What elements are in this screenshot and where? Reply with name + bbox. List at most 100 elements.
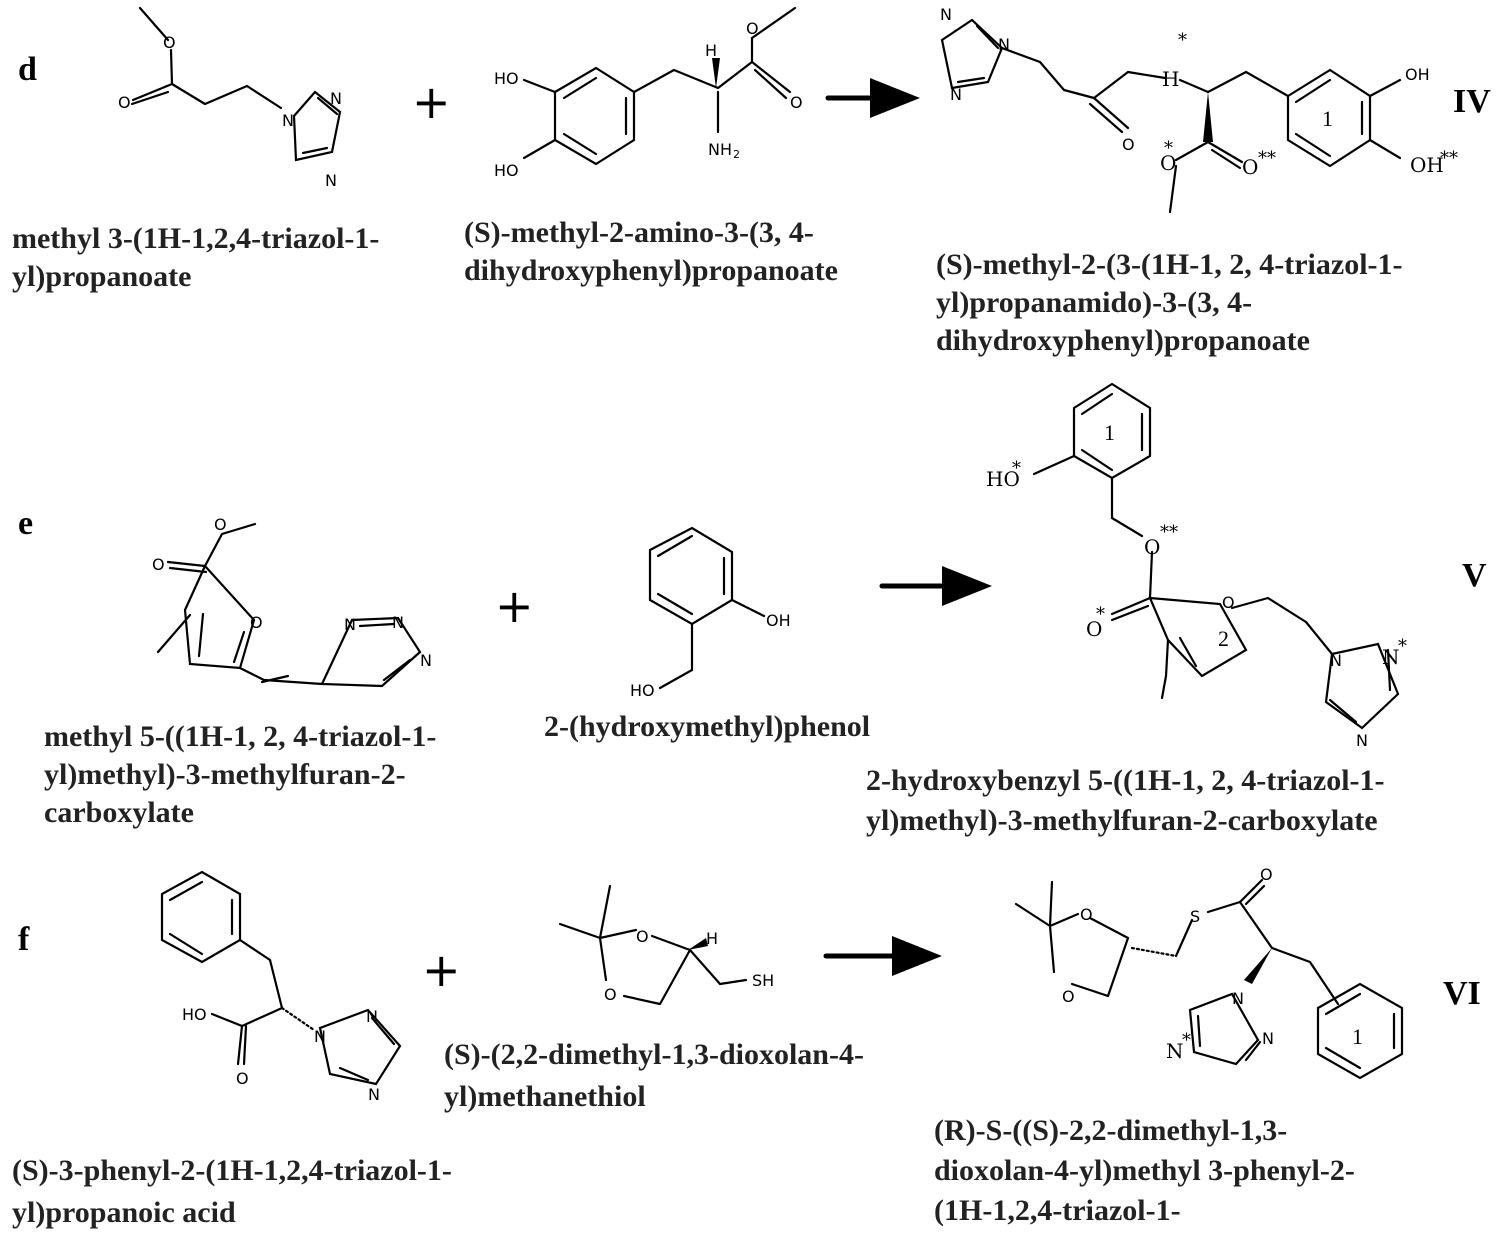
structure-f-reactant-b: O O H SH: [558, 884, 774, 1006]
svg-text:N: N: [282, 111, 294, 130]
svg-text:N: N: [325, 171, 337, 190]
svg-text:O: O: [1062, 987, 1075, 1006]
svg-text:O: O: [214, 515, 227, 534]
svg-text:N: N: [940, 5, 952, 24]
svg-text:O: O: [1260, 865, 1273, 884]
structure-f-product: O O S O N N N * 1: [1014, 865, 1404, 1080]
name-e-reactant-a-line1: methyl 5-((1H-1, 2, 4-triazol-1-: [44, 720, 436, 753]
name-e-product-line2: yl)methyl)-3-methylfuran-2-carboxylate: [866, 804, 1378, 837]
svg-text:OH: OH: [766, 611, 791, 630]
svg-text:*: *: [1012, 458, 1021, 479]
svg-text:O: O: [250, 613, 263, 632]
name-d-reactant-b-line2: dihydroxyphenyl)propanoate: [464, 254, 838, 287]
svg-text:2: 2: [1218, 626, 1229, 651]
name-e-reactant-a-line2: yl)methyl)-3-methylfuran-2-: [44, 758, 406, 791]
svg-text:O: O: [236, 1069, 249, 1088]
plus-sign: +: [422, 943, 461, 997]
svg-text:O: O: [790, 93, 803, 112]
name-f-reactant-a-line1: (S)-3-phenyl-2-(1H-1,2,4-triazol-1-: [12, 1154, 452, 1187]
svg-text:1: 1: [1352, 1024, 1363, 1049]
svg-text:1: 1: [1104, 420, 1115, 445]
svg-text:HO: HO: [986, 467, 1020, 491]
svg-text:OH: OH: [1410, 153, 1444, 177]
svg-text:*: *: [1164, 138, 1173, 159]
svg-text:SH: SH: [752, 971, 774, 990]
name-d-product-line3: dihydroxyphenyl)propanoate: [936, 324, 1310, 357]
row-d: d O O N N N + H O O HO H: [12, 5, 1491, 357]
svg-text:N: N: [366, 1007, 378, 1026]
compound-number-V: V: [1462, 557, 1487, 594]
svg-text:N: N: [1330, 651, 1342, 670]
compound-number-IV: IV: [1453, 83, 1491, 120]
name-f-product-line2: dioxolan-4-yl)methyl 3-phenyl-2-: [934, 1154, 1355, 1187]
plus-sign: +: [495, 579, 534, 633]
svg-text:N: N: [330, 89, 342, 108]
panel-label-e: e: [18, 505, 33, 542]
svg-text:H: H: [1162, 67, 1179, 91]
row-f: f HO O N N N + O O H SH: [12, 865, 1481, 1229]
svg-text:O: O: [1122, 135, 1135, 154]
svg-text:H: H: [706, 929, 718, 948]
structure-e-reactant-b: OH HO: [630, 526, 791, 700]
name-d-reactant-b-line1: (S)-methyl-2-amino-3-(3, 4-: [464, 216, 814, 249]
name-f-product-line1: (R)-S-((S)-2,2-dimethyl-1,3-: [934, 1114, 1287, 1147]
svg-text:S: S: [1190, 907, 1200, 926]
svg-text:*: *: [1398, 636, 1407, 657]
svg-text:O: O: [604, 985, 617, 1004]
svg-text:HO: HO: [630, 681, 655, 700]
svg-text:O: O: [1160, 151, 1176, 175]
svg-text:N: N: [1356, 731, 1368, 750]
row-e: e O O O N N N + OH HO: [18, 382, 1487, 837]
panel-label-f: f: [18, 921, 30, 958]
svg-text:H: H: [705, 41, 717, 60]
svg-text:**: **: [1440, 148, 1458, 169]
structure-d-reactant-b: H O O HO HO NH 2: [494, 6, 803, 180]
svg-text:HO: HO: [494, 161, 519, 180]
svg-text:O: O: [118, 93, 131, 112]
name-e-product-line1: 2-hydroxybenzyl 5-((1H-1, 2, 4-triazol-1…: [866, 764, 1385, 797]
structure-e-product: HO * O ** O * O N N * N 1 2: [986, 382, 1407, 750]
name-d-reactant-a-line2: yl)propanoate: [12, 260, 191, 293]
svg-text:*: *: [1096, 604, 1105, 625]
svg-text:N: N: [314, 1027, 326, 1046]
structure-d-reactant-a: O O N N N: [118, 6, 342, 190]
svg-text:**: **: [1258, 148, 1276, 169]
name-e-reactant-b-line1: 2-(hydroxymethyl)phenol: [544, 710, 870, 743]
svg-text:*: *: [1178, 30, 1187, 51]
svg-text:O: O: [636, 927, 649, 946]
svg-text:O: O: [1222, 593, 1235, 612]
svg-text:N: N: [1232, 989, 1244, 1008]
structure-f-reactant-a: HO O N N N: [160, 870, 402, 1104]
svg-text:1: 1: [1322, 106, 1333, 131]
svg-text:N: N: [1166, 1039, 1184, 1063]
name-f-reactant-b-line2: yl)methanethiol: [444, 1080, 646, 1113]
svg-text:O: O: [1242, 155, 1258, 179]
svg-text:O: O: [1080, 905, 1093, 924]
panel-label-d: d: [18, 51, 37, 88]
name-d-product-line2: yl)propanamido)-3-(3, 4-: [936, 286, 1252, 319]
svg-text:N: N: [1262, 1029, 1274, 1048]
plus-sign: +: [412, 75, 451, 129]
svg-text:O: O: [152, 555, 165, 574]
svg-text:N: N: [998, 35, 1010, 54]
svg-text:N: N: [368, 1085, 380, 1104]
name-d-product-line1: (S)-methyl-2-(3-(1H-1, 2, 4-triazol-1-: [936, 248, 1403, 281]
svg-text:*: *: [1182, 1030, 1191, 1051]
name-e-reactant-a-line3: carboxylate: [44, 796, 194, 829]
name-f-reactant-a-line2: yl)propanoic acid: [12, 1196, 236, 1229]
name-d-reactant-a-line1: methyl 3-(1H-1,2,4-triazol-1-: [12, 222, 379, 255]
svg-text:O: O: [1144, 535, 1160, 559]
svg-text:OH: OH: [1405, 65, 1430, 84]
svg-text:**: **: [1160, 522, 1178, 543]
name-f-reactant-b-line1: (S)-(2,2-dimethyl-1,3-dioxolan-4-: [444, 1038, 864, 1071]
svg-text:N: N: [1382, 645, 1400, 669]
svg-text:N: N: [392, 613, 404, 632]
svg-text:O: O: [746, 19, 759, 38]
svg-text:O: O: [1086, 617, 1102, 641]
svg-text:NH: NH: [708, 140, 732, 159]
name-f-product-line3: (1H-1,2,4-triazol-1-: [934, 1194, 1181, 1227]
svg-text:HO: HO: [494, 69, 519, 88]
svg-text:N: N: [344, 615, 356, 634]
svg-text:N: N: [420, 651, 432, 670]
